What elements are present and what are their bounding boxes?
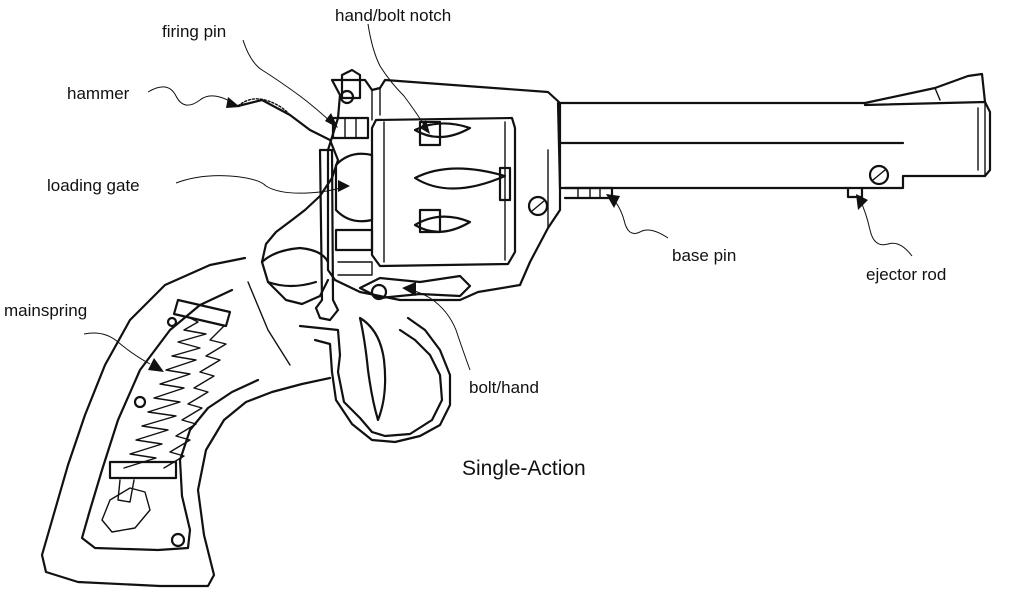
part-labels: firing pin hand/bolt notch hammer loadin… — [4, 6, 946, 480]
leader-mainspring — [83, 332, 151, 365]
base-pin — [563, 186, 614, 200]
arrow-base-pin — [606, 194, 620, 208]
barrel — [556, 72, 992, 199]
leader-base-pin — [611, 197, 669, 239]
grip — [40, 256, 332, 588]
leader-lines — [83, 23, 913, 372]
mainspring — [108, 298, 232, 503]
arrow-hand-bolt-notch — [420, 120, 430, 134]
hand — [314, 148, 340, 322]
bolt-lever — [337, 261, 472, 301]
label-ejector-rod: ejector rod — [866, 265, 946, 284]
trigger-guard — [298, 316, 452, 444]
firing-pin — [331, 116, 370, 140]
label-firing-pin: firing pin — [162, 22, 226, 41]
leader-loading-gate — [175, 175, 347, 194]
frame — [326, 68, 562, 302]
label-loading-gate: loading gate — [47, 176, 140, 195]
revolver-drawing — [40, 68, 992, 588]
leader-hammer — [147, 86, 236, 106]
label-hammer: hammer — [67, 84, 130, 103]
diagram-caption: Single-Action — [462, 457, 586, 480]
leader-hand-bolt-notch — [367, 23, 427, 129]
leader-firing-pin — [242, 39, 334, 125]
label-hand-bolt-notch: hand/bolt notch — [335, 6, 451, 25]
leader-bolt-hand — [409, 289, 471, 371]
arrow-ejector-rod — [856, 194, 868, 210]
arrow-firing-pin — [325, 113, 338, 128]
arrow-mainspring — [148, 358, 164, 372]
label-mainspring: mainspring — [4, 301, 87, 320]
leader-ejector-rod — [859, 199, 913, 257]
loading-gate — [334, 152, 374, 252]
arrow-bolt-hand — [402, 282, 416, 296]
arrow-loading-gate — [338, 180, 350, 192]
cylinder — [370, 116, 517, 268]
arrow-hammer — [226, 97, 240, 108]
hammer — [236, 98, 340, 306]
label-bolt-hand: bolt/hand — [469, 378, 539, 397]
label-base-pin: base pin — [672, 246, 736, 265]
